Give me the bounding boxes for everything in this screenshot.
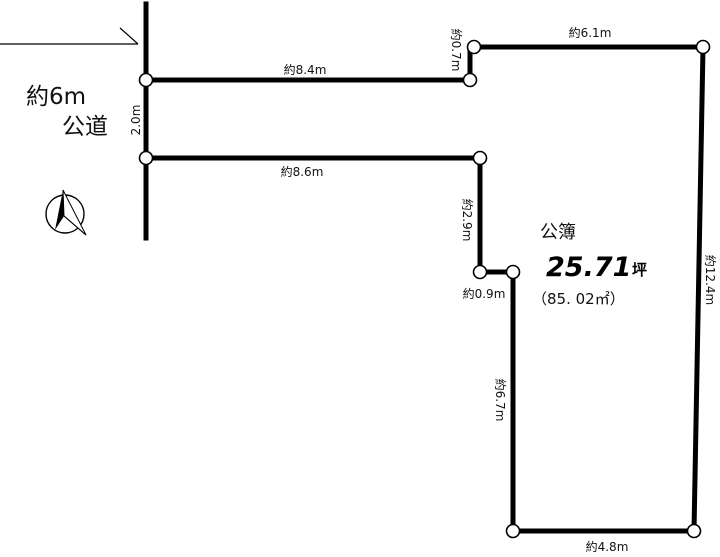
area-category: 公簿: [540, 222, 576, 243]
vertex: [472, 150, 488, 166]
dim-bottom: 約4.8m: [586, 539, 629, 554]
vertex: [466, 39, 482, 55]
vertex: [505, 264, 521, 280]
vertex: [138, 150, 154, 166]
dim-top-left: 約8.4m: [284, 62, 327, 77]
dim-top-right: 約6.1m: [569, 25, 612, 40]
north-arrow-icon: [45, 189, 87, 236]
road-reference-tick: [119, 27, 139, 45]
dim-left-lower: 約6.7m: [493, 379, 508, 422]
area-sqm: （85. 02㎡）: [532, 290, 625, 308]
dim-step-up: 約0.7m: [449, 29, 464, 72]
road-width-label: 約6m: [26, 84, 86, 110]
area-tsubo-unit: 坪: [632, 261, 647, 279]
frontage-width-label: 2.0m: [129, 105, 143, 136]
vertex: [138, 72, 154, 88]
dim-inner-vertical: 約2.9m: [460, 199, 475, 242]
dim-lower-left: 約8.6m: [281, 164, 324, 179]
vertex: [472, 264, 488, 280]
area-tsubo-value: 25.71: [546, 252, 631, 283]
vertex: [695, 39, 711, 55]
edge-right-side: [691, 44, 706, 534]
vertex: [505, 523, 521, 539]
dim-right-side: 約12.4m: [703, 255, 718, 305]
lot-vertices: [138, 39, 711, 539]
vertex: [686, 523, 702, 539]
dim-notch: 約0.9m: [463, 286, 506, 301]
road-type-label: 公道: [62, 114, 108, 140]
lot-boundary: [143, 44, 706, 534]
vertex: [462, 72, 478, 88]
